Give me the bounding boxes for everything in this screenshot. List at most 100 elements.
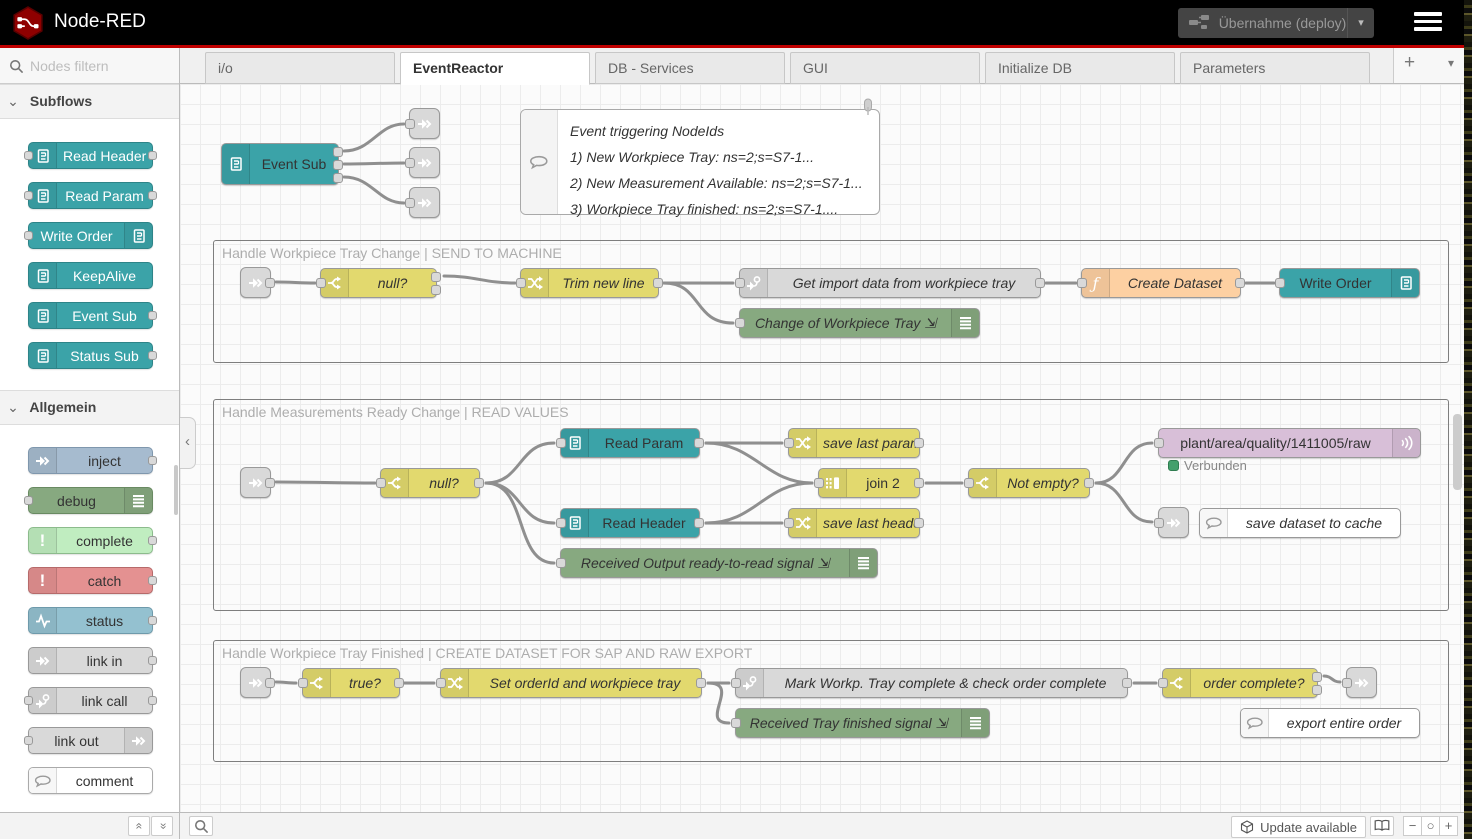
- palette-node-status[interactable]: status: [28, 607, 157, 634]
- output-port[interactable]: [265, 677, 275, 688]
- input-port[interactable]: [556, 558, 566, 568]
- comment-note-event-triggering[interactable]: Event triggering NodeIds 1) New Workpiec…: [520, 109, 880, 217]
- output-port-2[interactable]: [431, 285, 441, 295]
- output-port[interactable]: [148, 655, 157, 665]
- palette-section-subflows[interactable]: ⌄ Subflows: [0, 84, 179, 119]
- node-event-sub[interactable]: Event Sub: [221, 143, 343, 185]
- tab-db-services[interactable]: DB - Services: [595, 52, 785, 84]
- node-g2-switch-not-empty[interactable]: Not empty?: [964, 468, 1094, 498]
- node-g2-debug-received-output[interactable]: Received Output ready-to-read signal ⇲: [556, 548, 878, 578]
- palette-node-complete[interactable]: ! complete: [28, 527, 157, 554]
- palette-node-link-out[interactable]: link out: [24, 727, 153, 754]
- input-port[interactable]: [814, 478, 824, 488]
- output-port[interactable]: [1035, 278, 1045, 288]
- node-link-out-3[interactable]: [405, 187, 440, 218]
- input-port[interactable]: [24, 735, 33, 745]
- node-g2-change-save-last-header[interactable]: save last header: [784, 508, 924, 538]
- tab-parameters[interactable]: Parameters: [1180, 52, 1370, 84]
- node-g3-link-in[interactable]: [240, 667, 275, 698]
- input-port[interactable]: [24, 230, 33, 240]
- input-port[interactable]: [1342, 677, 1352, 688]
- palette-collapse-down-button[interactable]: «: [151, 816, 173, 836]
- palette-scrollbar[interactable]: [174, 465, 178, 515]
- node-link-out-1[interactable]: [405, 108, 440, 139]
- node-g1-change-trim[interactable]: Trim new line: [516, 268, 663, 298]
- tab-gui[interactable]: GUI: [790, 52, 980, 84]
- output-port-1[interactable]: [431, 272, 441, 282]
- tab-initialize-db[interactable]: Initialize DB: [985, 52, 1175, 84]
- input-port[interactable]: [24, 495, 33, 505]
- node-g3-comment-export-order[interactable]: export entire order: [1240, 708, 1420, 738]
- palette-section-allgemein[interactable]: ⌄ Allgemein: [0, 390, 179, 425]
- tab-eventreactor[interactable]: EventReactor: [400, 52, 590, 85]
- palette-node-event-sub[interactable]: Event Sub: [28, 302, 157, 329]
- update-available-button[interactable]: Update available: [1231, 816, 1366, 838]
- node-g2-link-out[interactable]: [1154, 507, 1189, 538]
- input-port[interactable]: [784, 438, 794, 448]
- zoom-reset-button[interactable]: ○: [1421, 816, 1440, 836]
- node-g3-link-out[interactable]: [1342, 667, 1377, 698]
- output-port-2[interactable]: [333, 160, 343, 170]
- node-g2-change-save-last-param[interactable]: save last param: [784, 428, 924, 458]
- flow-canvas[interactable]: Handle Workpiece Tray Change | SEND TO M…: [180, 84, 1464, 812]
- zoom-out-button[interactable]: −: [1403, 816, 1422, 836]
- palette-node-catch[interactable]: ! catch: [28, 567, 157, 594]
- output-port[interactable]: [1122, 678, 1132, 688]
- node-g1-switch-null[interactable]: null?: [316, 268, 441, 298]
- input-port[interactable]: [1275, 278, 1285, 288]
- node-g2-switch-null[interactable]: null?: [376, 468, 484, 498]
- node-g2-subflow-read-param[interactable]: Read Param: [556, 428, 704, 458]
- output-port[interactable]: [694, 518, 704, 528]
- output-port[interactable]: [148, 535, 157, 545]
- input-port[interactable]: [556, 438, 566, 448]
- input-port[interactable]: [1154, 517, 1164, 528]
- palette-node-keepalive[interactable]: KeepAlive: [28, 262, 153, 289]
- node-g3-change-set-orderid[interactable]: Set orderId and workpiece tray: [436, 668, 706, 698]
- output-port[interactable]: [696, 678, 706, 688]
- node-g1-debug-change-of-tray[interactable]: Change of Workpiece Tray ⇲: [735, 308, 980, 338]
- palette-node-debug[interactable]: debug: [24, 487, 153, 514]
- output-port[interactable]: [1235, 278, 1245, 288]
- output-port[interactable]: [148, 150, 157, 160]
- input-port[interactable]: [436, 678, 446, 688]
- output-port[interactable]: [1084, 478, 1094, 488]
- group-tray-finished[interactable]: Handle Workpiece Tray Finished | CREATE …: [213, 640, 1449, 762]
- node-link-out-2[interactable]: [405, 147, 440, 178]
- output-port[interactable]: [653, 278, 663, 288]
- palette-node-comment[interactable]: comment: [28, 767, 153, 794]
- input-port[interactable]: [784, 518, 794, 528]
- deploy-options-caret[interactable]: ▾: [1347, 8, 1374, 38]
- palette-node-link-call[interactable]: link call: [24, 687, 157, 714]
- input-port[interactable]: [24, 695, 33, 705]
- input-port[interactable]: [376, 478, 386, 488]
- input-port[interactable]: [731, 718, 741, 728]
- node-g2-join[interactable]: join 2: [814, 468, 924, 498]
- group-read-values[interactable]: Handle Measurements Ready Change | READ …: [213, 399, 1449, 611]
- node-g1-linkcall-getimport[interactable]: Get import data from workpiece tray: [735, 268, 1045, 298]
- output-port-3[interactable]: [333, 173, 343, 183]
- output-port[interactable]: [914, 518, 924, 528]
- output-port[interactable]: [474, 478, 484, 488]
- output-port-1[interactable]: [333, 147, 343, 157]
- input-port[interactable]: [405, 157, 415, 168]
- input-port[interactable]: [516, 278, 526, 288]
- deploy-button[interactable]: Übernahme (deploy) ▾: [1178, 8, 1374, 38]
- palette-search-input[interactable]: [28, 54, 172, 78]
- node-g2-mqtt-out[interactable]: plant/area/quality/1411005/raw: [1154, 428, 1421, 458]
- input-port[interactable]: [964, 478, 974, 488]
- palette-node-read-param[interactable]: Read Param: [24, 182, 157, 209]
- node-g1-link-in[interactable]: [240, 267, 275, 298]
- output-port[interactable]: [914, 438, 924, 448]
- input-port[interactable]: [405, 118, 415, 129]
- input-port[interactable]: [24, 190, 33, 200]
- palette-collapse-up-button[interactable]: «: [128, 816, 150, 836]
- palette-node-read-header[interactable]: Read Header: [24, 142, 157, 169]
- output-port[interactable]: [148, 455, 157, 465]
- output-port-2[interactable]: [1312, 685, 1322, 695]
- node-g1-function-create-dataset[interactable]: ƒ Create Dataset: [1077, 268, 1245, 298]
- input-port[interactable]: [1158, 678, 1168, 688]
- output-port[interactable]: [148, 575, 157, 585]
- palette-collapse-handle[interactable]: ‹: [180, 417, 196, 469]
- node-g3-switch-true[interactable]: true?: [298, 668, 404, 698]
- palette-node-write-order[interactable]: Write Order: [24, 222, 153, 249]
